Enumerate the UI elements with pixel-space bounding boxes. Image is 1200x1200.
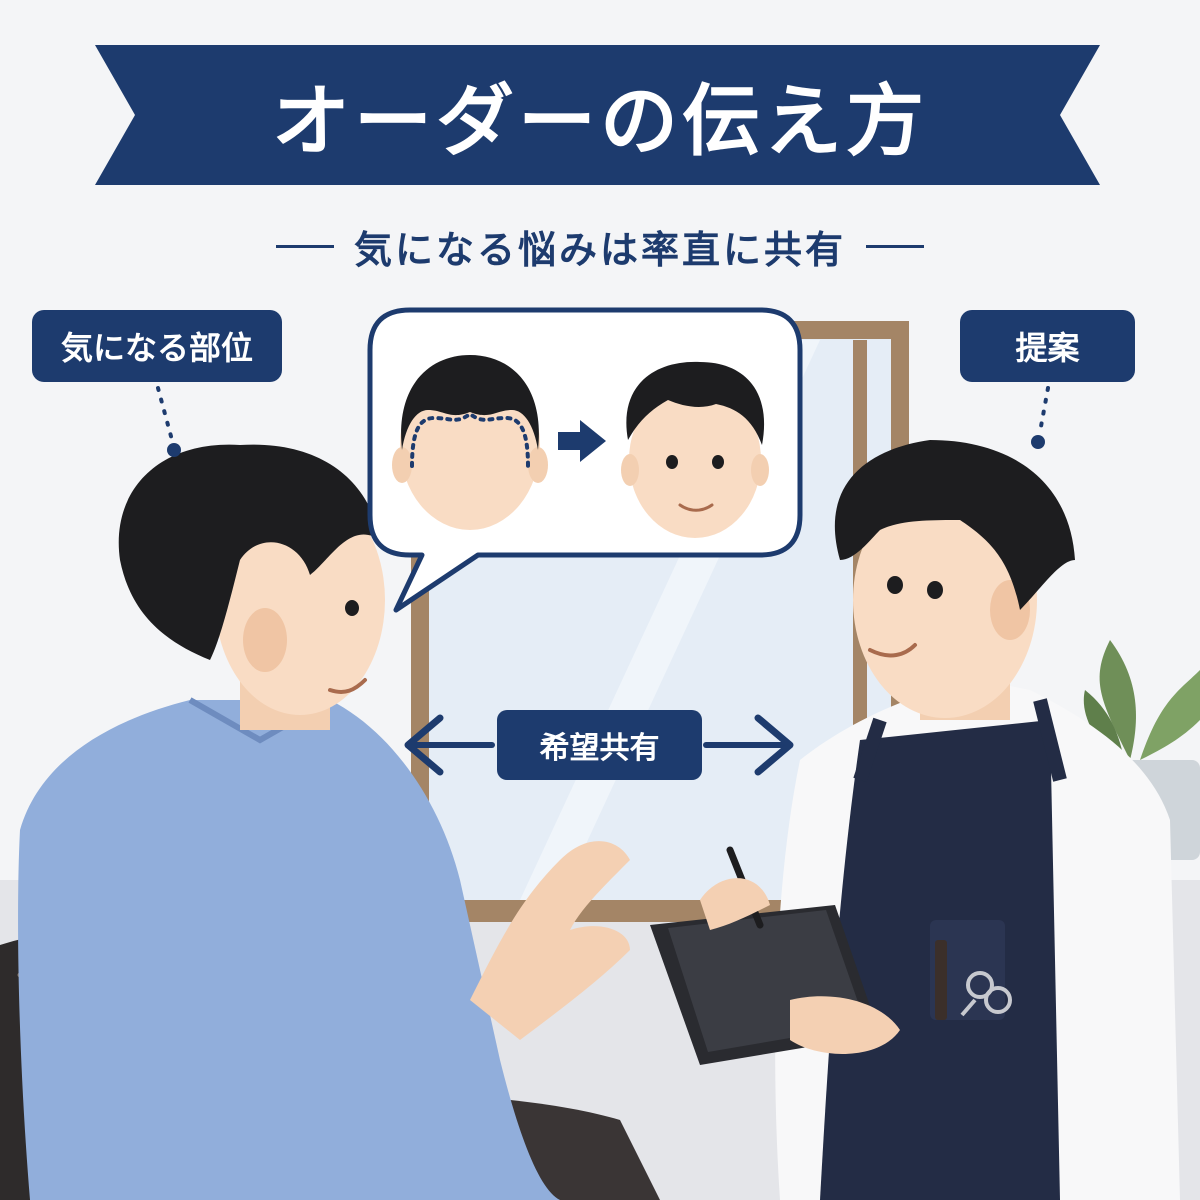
page-title: オーダーの伝え方: [271, 77, 928, 167]
subtitle-rule-right: [866, 244, 924, 248]
styled-head-icon: [621, 361, 769, 538]
share-wishes-label: 希望共有: [497, 710, 702, 780]
subtitle: 気になる悩みは率直に共有: [200, 218, 1000, 274]
subtitle-text: 気になる悩みは率直に共有: [353, 227, 846, 272]
comb-icon: [935, 940, 947, 1020]
proposal-tag: 提案: [960, 310, 1135, 382]
scissors-icon: [960, 971, 1012, 1017]
balding-head-icon: [392, 355, 548, 530]
arrow-right-icon: [558, 420, 606, 462]
title-ribbon: [95, 45, 1100, 185]
stylist: [650, 440, 1180, 1200]
subtitle-rule-left: [275, 244, 334, 248]
concern-area-tag: 気になる部位: [32, 310, 282, 382]
double-arrow-icon: [404, 714, 794, 776]
customer: [18, 444, 630, 1200]
tag-leaders: [156, 386, 1050, 457]
